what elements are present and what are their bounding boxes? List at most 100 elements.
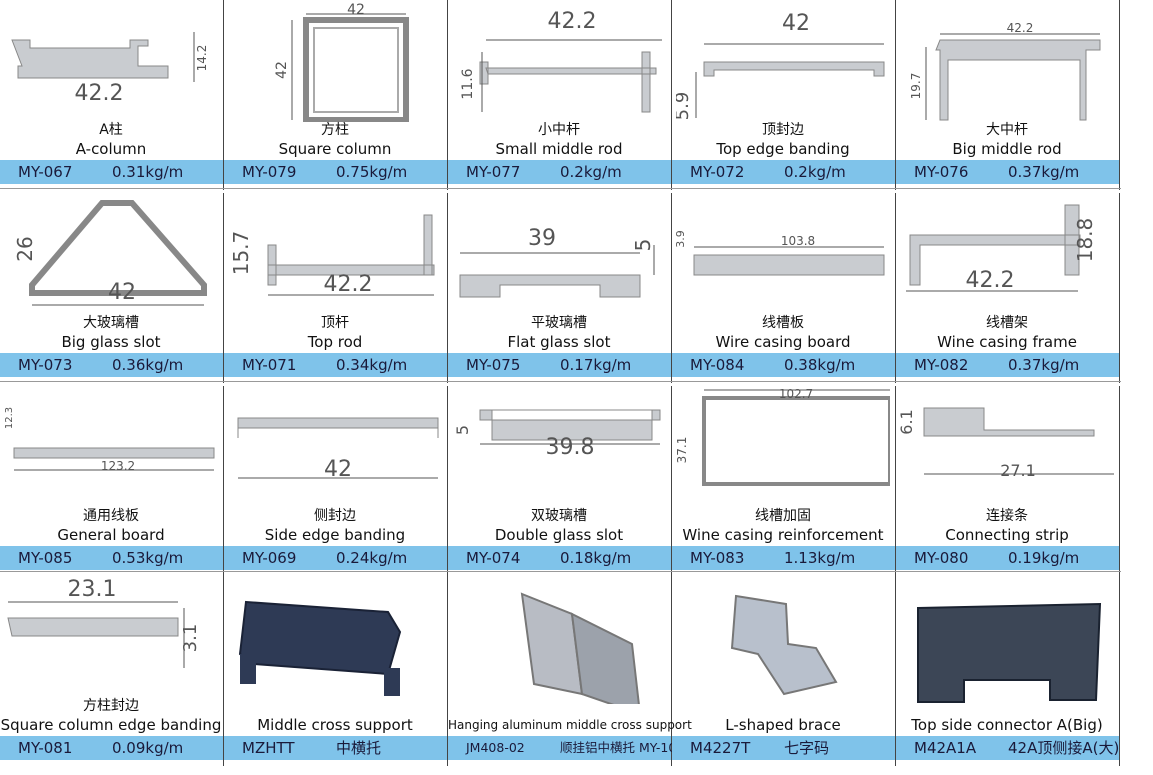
product-code: MY-080	[914, 549, 969, 567]
product-code-bar: M42A1A 42A顶侧接A(大)	[896, 736, 1119, 760]
dimension-label: 42.2	[966, 268, 1015, 293]
product-weight: 中横托	[336, 739, 382, 757]
product-weight: 0.2kg/m	[560, 163, 622, 181]
profile-drawing: 123.2 12.3	[4, 388, 218, 508]
product-name-cn: 顶杆	[321, 315, 349, 331]
top-rod-drawing: 42.215.7	[229, 214, 435, 297]
product-code-bar: MY-067 0.31kg/m	[0, 160, 223, 184]
dimension-label: 11.6	[460, 68, 476, 99]
product-name-cn: 双玻璃槽	[531, 508, 587, 524]
middle-cross-support-drawing	[238, 600, 402, 696]
product-weight: 0.31kg/m	[112, 163, 184, 181]
product-code-bar: MY-085 0.53kg/m	[0, 546, 223, 570]
dimension-label: 42	[347, 2, 365, 18]
product-name-cn: 顶封边	[762, 122, 804, 138]
product-name-en: Double glass slot	[494, 526, 624, 544]
product-code-bar: MY-073 0.36kg/m	[0, 353, 223, 377]
big-middle-rod-drawing: 42.219.7	[909, 21, 1101, 121]
product-code: MY-084	[690, 356, 745, 374]
product-code-bar: MY-079 0.75kg/m	[224, 160, 447, 184]
product-weight: 0.34kg/m	[336, 356, 408, 374]
dimension-label: 12.3	[4, 407, 15, 429]
product-code-bar: MY-075 0.17kg/m	[448, 353, 671, 377]
profile-drawing	[228, 584, 442, 704]
product-code-bar: MY-083 1.13kg/m	[672, 546, 895, 570]
product-name-en: Top rod	[307, 333, 363, 351]
dimension-label: 3.1	[180, 624, 201, 653]
dimension-label: 6.1	[900, 409, 916, 434]
product-name-cn: 线槽板	[762, 315, 804, 331]
product-code: MY-076	[914, 163, 969, 181]
product-code: M4227T	[690, 739, 751, 757]
product-name-cn: 线槽架	[986, 315, 1028, 331]
product-code: MY-069	[242, 549, 297, 567]
dimension-label: 42	[274, 61, 290, 79]
dimension-label: 123.2	[101, 459, 135, 473]
product-name-en: Square column	[278, 140, 392, 158]
top-edge-banding-drawing: 425.9	[672, 11, 885, 120]
dimension-label: 3.9	[676, 230, 687, 248]
product-code: MY-083	[690, 549, 745, 567]
product-code-bar: MY-082 0.37kg/m	[896, 353, 1119, 377]
product-weight: 1.13kg/m	[784, 549, 856, 567]
dimension-label: 42	[108, 280, 136, 305]
product-code: MY-077	[466, 163, 521, 181]
small-middle-rod-drawing: 42.2 11.6	[460, 9, 662, 113]
product-name-en: Hanging aluminum middle cross support	[448, 718, 692, 732]
wire-casing-board-drawing: 103.83.9	[674, 230, 885, 276]
dimension-label: 15.7	[229, 231, 253, 276]
product-code-bar: MY-074 0.18kg/m	[448, 546, 671, 570]
profile-drawing	[452, 584, 666, 716]
square-column-drawing: 42 42	[274, 2, 409, 123]
general-board-drawing: 123.2 12.3	[4, 407, 215, 473]
double-glass-slot-drawing: 39.85	[453, 409, 661, 460]
product-name-cn: A柱	[99, 122, 123, 138]
product-card-hanging-middle-cross-support: Hanging aluminum middle cross support JM…	[448, 576, 692, 766]
product-weight: 0.24kg/m	[336, 549, 408, 567]
product-code: MY-067	[18, 163, 73, 181]
product-name-en: A-column	[75, 140, 147, 158]
product-code: JM408-02	[466, 740, 525, 755]
dimension-label: 37.1	[676, 437, 689, 464]
product-name-en: Square column edge banding	[0, 716, 222, 734]
dimension-label: 42.2	[548, 9, 597, 34]
product-weight: 0.2kg/m	[784, 163, 846, 181]
product-card-square-column: 42 42 方柱 Square column MY-079 0.75kg/m	[224, 0, 448, 190]
product-name-en: Wine casing reinforcement	[682, 526, 884, 544]
product-code-bar: MY-084 0.38kg/m	[672, 353, 895, 377]
product-name-en: Top side connector A(Big)	[911, 716, 1103, 734]
product-weight: 0.17kg/m	[560, 356, 632, 374]
profile-drawing: 42 42	[228, 2, 442, 123]
dimension-label: 42	[782, 11, 810, 36]
product-name-en: General board	[57, 526, 165, 544]
product-code: MY-071	[242, 356, 297, 374]
dimension-label: 5	[631, 239, 655, 252]
profile-drawing	[676, 584, 890, 704]
dimension-label: 5	[453, 425, 472, 435]
product-code: MY-073	[18, 356, 73, 374]
product-name-en: Small middle rod	[495, 140, 623, 158]
product-code-bar: MZHTT 中横托	[224, 736, 447, 760]
product-name-cn: 侧封边	[314, 508, 356, 524]
product-code-bar: JM408-02 顺挂铝中横托 MY-1037	[448, 736, 692, 760]
product-name-cn: 方柱	[321, 122, 349, 138]
